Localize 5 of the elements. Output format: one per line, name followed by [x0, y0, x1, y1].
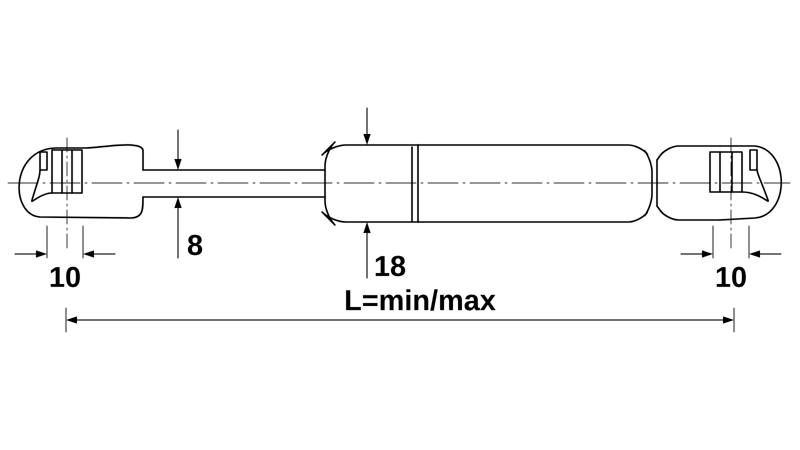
- dimension-label: 18: [376, 256, 406, 276]
- dimension-label: L=min/max: [346, 289, 496, 311]
- dimension-label: 10: [716, 266, 746, 288]
- dimension-label: 8: [188, 234, 202, 256]
- dimension-label: 10: [50, 266, 80, 288]
